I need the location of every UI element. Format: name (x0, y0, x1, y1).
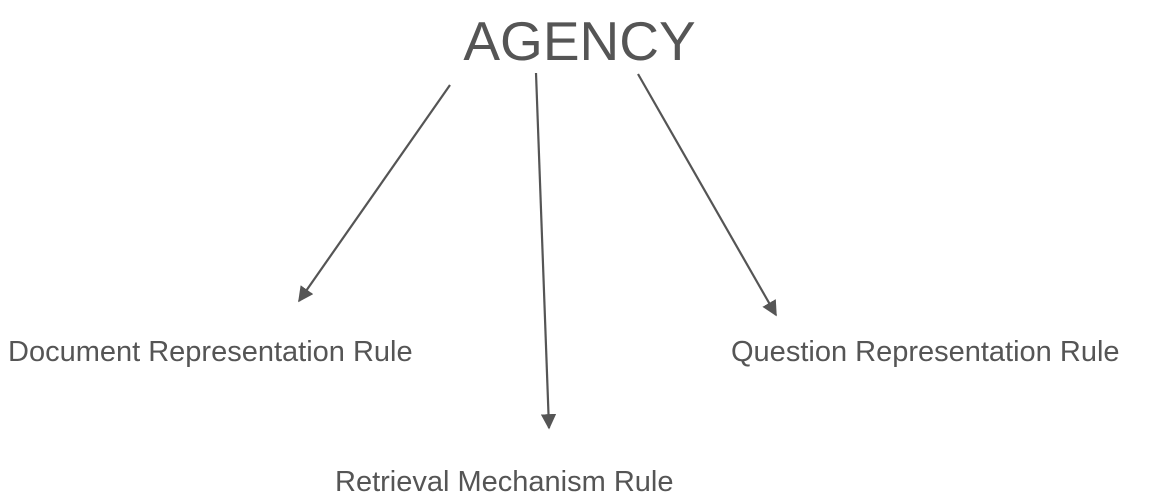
node-retrieval-mechanism-rule: Retrieval Mechanism Rule (335, 466, 674, 498)
edge-agency-to-document-representation-rule (298, 84, 451, 303)
edge-agency-to-retrieval-mechanism-rule (534, 72, 557, 430)
node-document-representation-rule: Document Representation Rule (8, 336, 413, 368)
root-node-agency: AGENCY (463, 10, 696, 72)
edge-agency-to-question-representation-rule (637, 73, 777, 317)
node-question-representation-rule: Question Representation Rule (731, 336, 1120, 368)
